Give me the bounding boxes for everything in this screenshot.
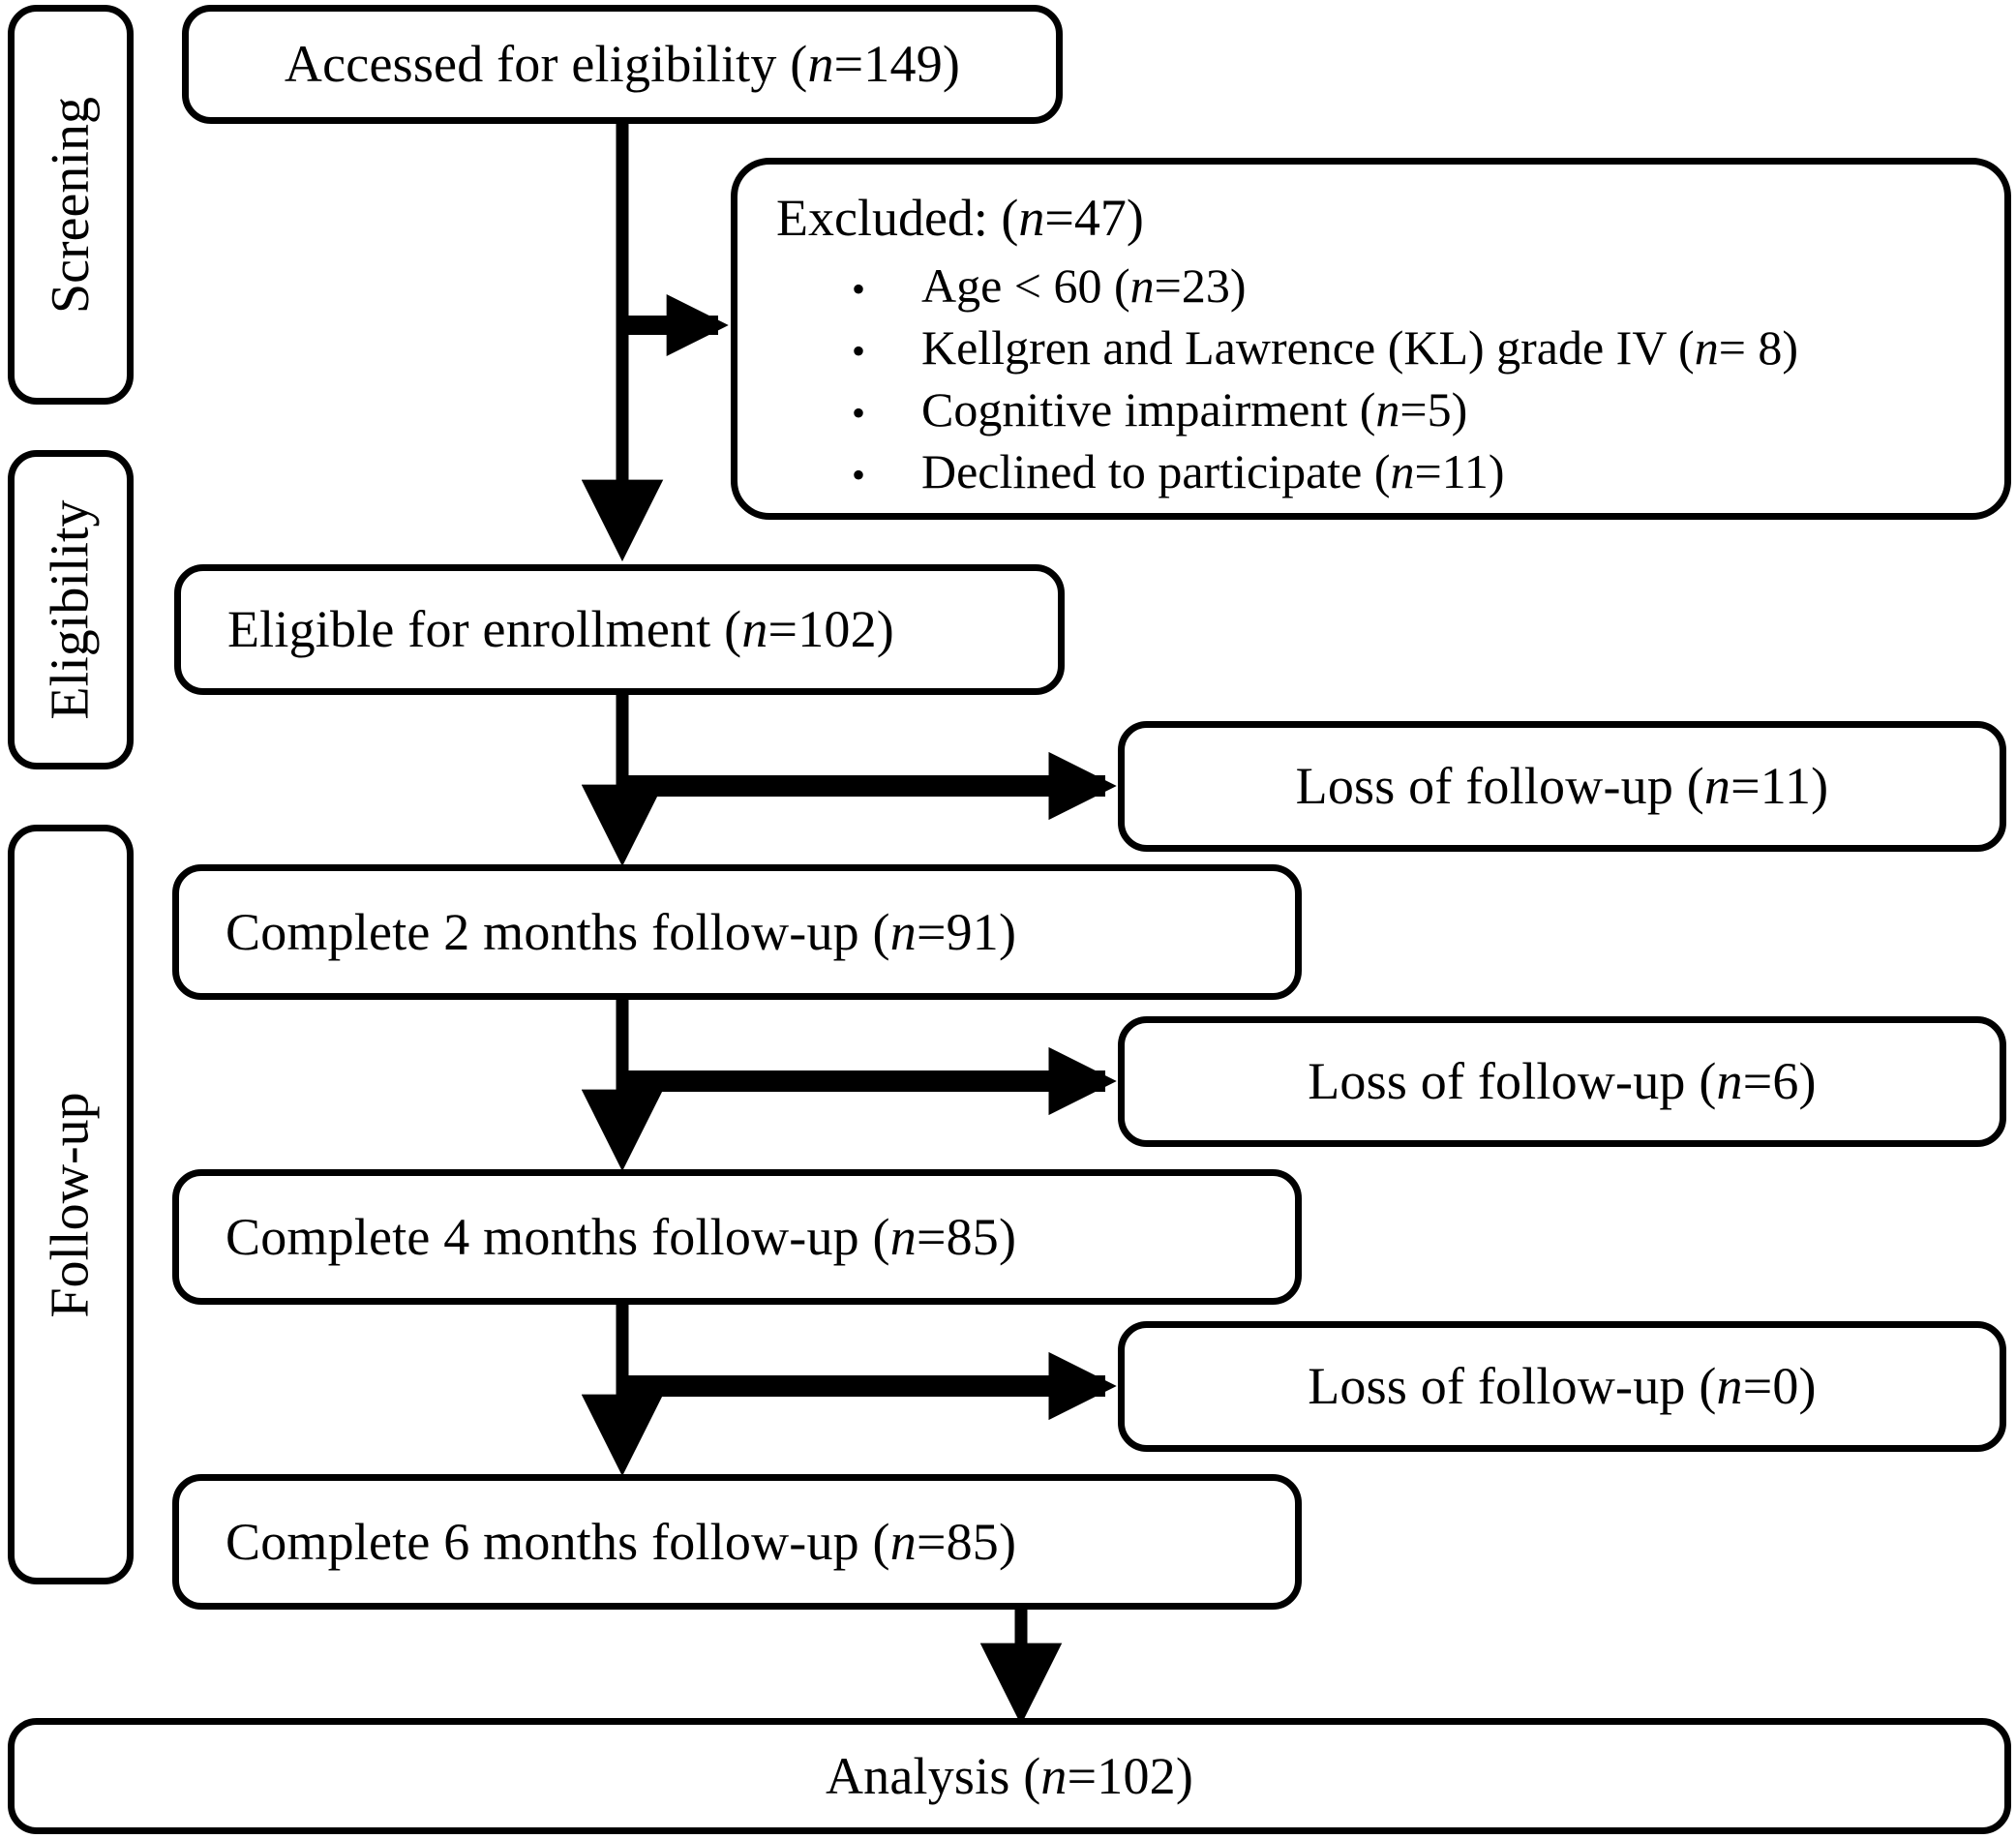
excluded-reason-item: • Cognitive impairment (n=5) [776, 378, 1971, 440]
node-eligible-label: Eligible for enrollment (n=102) [227, 600, 894, 659]
excluded-reason-list: • Age < 60 (n=23) • Kellgren and Lawrenc… [776, 255, 1971, 502]
node-loss-of-followup-2: Loss of follow-up (n=6) [1118, 1016, 2006, 1147]
node-complete-4-months: Complete 4 months follow-up (n=85) [172, 1169, 1302, 1305]
bullet-icon: • [852, 329, 866, 374]
stage-label-screening-text: Screening [41, 96, 102, 314]
stage-label-followup: Follow-up [8, 825, 134, 1584]
excluded-reason-item: • Declined to participate (n=11) [776, 440, 1971, 502]
excluded-title: Excluded: (n=47) [776, 189, 1144, 247]
excluded-reason-item: • Kellgren and Lawrence (KL) grade IV (n… [776, 317, 1971, 378]
stage-label-screening: Screening [8, 5, 134, 405]
stage-label-eligibility-text: Eligibility [41, 499, 101, 720]
node-complete-2-months: Complete 2 months follow-up (n=91) [172, 864, 1302, 1000]
node-loss2-label: Loss of follow-up (n=6) [1308, 1052, 1817, 1111]
stage-label-followup-text: Follow-up [41, 1091, 102, 1318]
node-excluded: Excluded: (n=47) • Age < 60 (n=23) • Kel… [731, 158, 2011, 520]
node-complete2-label: Complete 2 months follow-up (n=91) [226, 902, 1017, 961]
node-complete4-label: Complete 4 months follow-up (n=85) [226, 1207, 1017, 1266]
node-assessed-for-eligibility: Accessed for eligibility (n=149) [182, 5, 1063, 124]
node-eligible-for-enrollment: Eligible for enrollment (n=102) [174, 564, 1065, 695]
bullet-icon: • [852, 391, 866, 436]
node-loss-of-followup-1: Loss of follow-up (n=11) [1118, 721, 2006, 852]
stage-label-eligibility: Eligibility [8, 450, 134, 769]
node-analysis-label: Analysis (n=102) [825, 1746, 1194, 1805]
node-assessed-label: Accessed for eligibility (n=149) [284, 35, 961, 94]
bullet-icon: • [852, 453, 866, 497]
bullet-icon: • [852, 267, 866, 312]
node-complete-6-months: Complete 6 months follow-up (n=85) [172, 1474, 1302, 1610]
node-loss-of-followup-3: Loss of follow-up (n=0) [1118, 1321, 2006, 1452]
node-loss1-label: Loss of follow-up (n=11) [1295, 757, 1829, 816]
excluded-reason-item: • Age < 60 (n=23) [776, 255, 1971, 317]
node-analysis: Analysis (n=102) [8, 1718, 2011, 1834]
node-complete6-label: Complete 6 months follow-up (n=85) [226, 1512, 1017, 1571]
node-loss3-label: Loss of follow-up (n=0) [1308, 1357, 1817, 1416]
